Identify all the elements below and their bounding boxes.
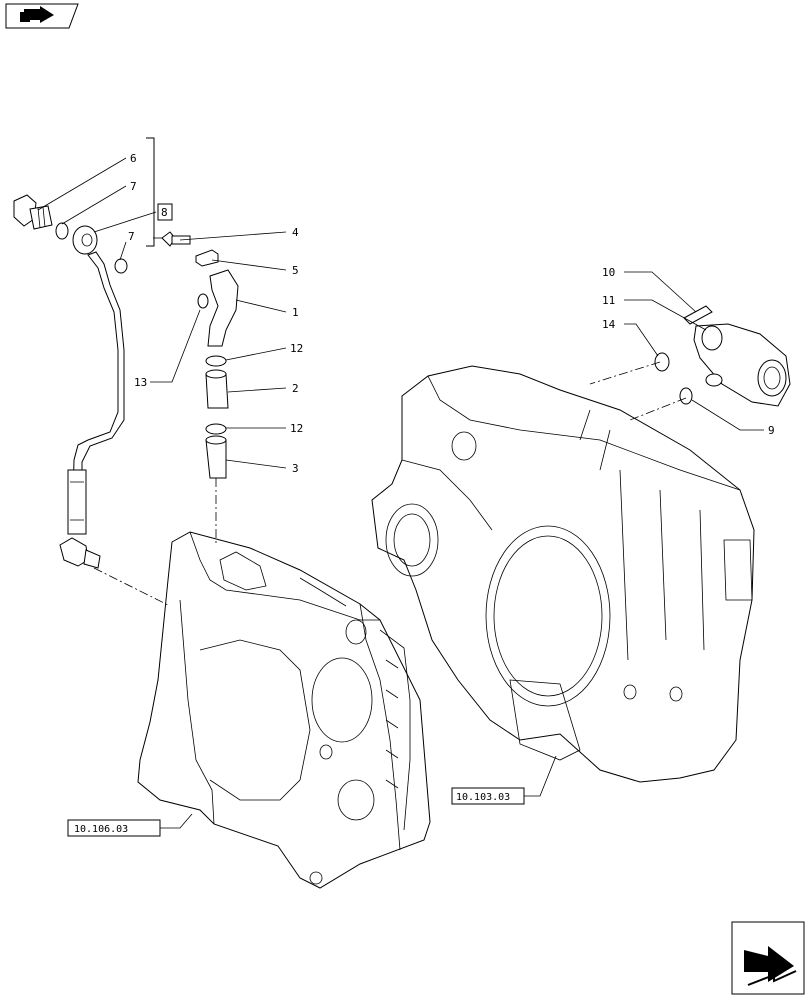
ref-flywheel-housing[interactable]: 10.103.03: [451, 787, 525, 805]
sleeve-part: [205, 439, 227, 479]
callout-1: 1: [292, 306, 299, 319]
ref-flywheel-housing-label: 10.103.03: [456, 792, 510, 803]
callout-9: 9: [768, 424, 775, 437]
banjo-bolt-part: [13, 194, 53, 230]
callout-6: 6: [130, 152, 137, 165]
sleeve-part: [205, 373, 229, 409]
navigation-arrow-icon[interactable]: [5, 3, 79, 29]
flywheel-housing: [371, 365, 755, 783]
callout-4: 4: [292, 226, 299, 239]
oil-pipe-part: [59, 225, 125, 569]
o-ring-part: [679, 387, 693, 405]
callout-5: 5: [292, 264, 299, 277]
o-ring-part: [205, 423, 227, 435]
screw-part: [161, 231, 191, 247]
callout-8: 8: [161, 206, 168, 219]
ref-front-housing-label: 10.106.03: [74, 824, 128, 835]
clamp-part: [195, 249, 219, 267]
ref-front-housing[interactable]: 10.106.03: [67, 819, 161, 837]
washer-part: [114, 258, 128, 274]
callout-12: 12: [290, 422, 303, 435]
cover-part: [683, 305, 791, 407]
callout-7: 7: [130, 180, 137, 193]
callout-11: 11: [602, 294, 615, 307]
callout-7: 7: [128, 230, 135, 243]
callout-2: 2: [292, 382, 299, 395]
washer-part: [55, 222, 69, 240]
gasket-part: [654, 352, 670, 372]
callout-13: 13: [134, 376, 147, 389]
o-ring-part: [197, 293, 209, 309]
elbow-fitting-part: [207, 269, 239, 347]
o-ring-part: [205, 355, 227, 367]
callout-10: 10: [602, 266, 615, 279]
next-page-arrow-icon[interactable]: [731, 921, 805, 995]
callout-3: 3: [292, 462, 299, 475]
callout-14: 14: [602, 318, 616, 331]
front-timing-housing: [137, 531, 431, 889]
callout-12: 12: [290, 342, 303, 355]
